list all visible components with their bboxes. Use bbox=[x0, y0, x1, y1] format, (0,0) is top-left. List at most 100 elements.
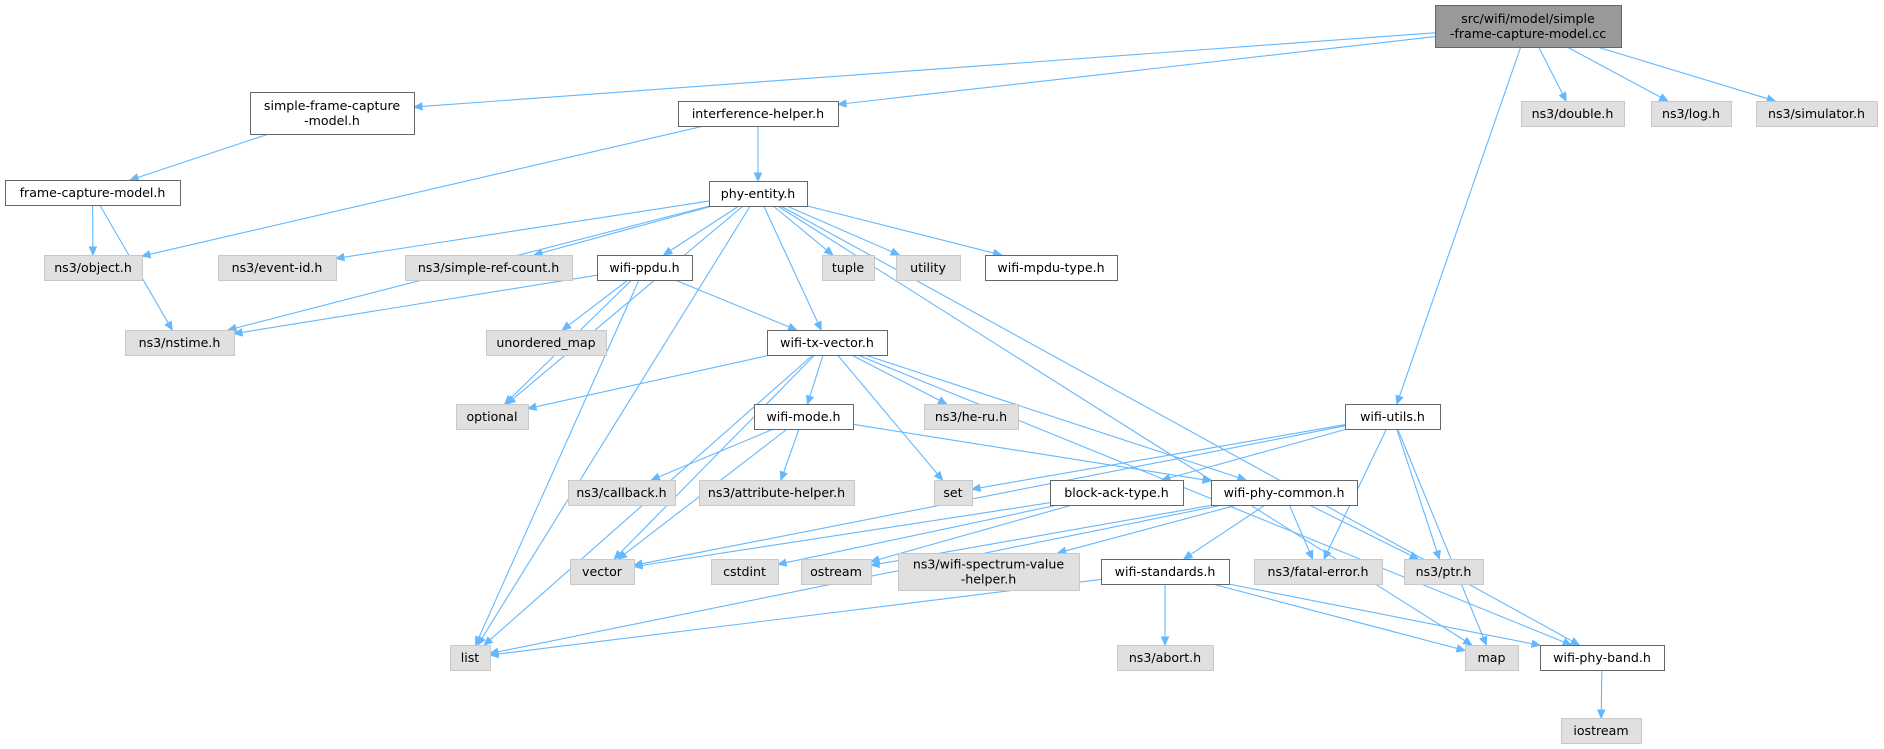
node-band[interactable]: wifi-phy-band.h bbox=[1540, 645, 1665, 671]
edge-arrowhead bbox=[475, 635, 483, 647]
edge-common-to-std bbox=[1182, 504, 1266, 560]
node-ppdu[interactable]: wifi-ppdu.h bbox=[597, 255, 693, 281]
edge-arrowhead bbox=[1236, 473, 1248, 482]
edge-common-to-ptr bbox=[1308, 504, 1420, 560]
node-phy[interactable]: phy-entity.h bbox=[709, 181, 808, 207]
edge-line bbox=[619, 354, 816, 554]
node-box bbox=[898, 553, 1080, 591]
node-srefc: ns3/simple-ref-count.h bbox=[405, 255, 573, 281]
node-box bbox=[822, 255, 875, 281]
edge-sfcm-to-fcm bbox=[128, 133, 269, 182]
edge-line bbox=[421, 32, 1436, 108]
node-box bbox=[1465, 645, 1519, 671]
node-double: ns3/double.h bbox=[1521, 101, 1625, 127]
edge-arrowhead bbox=[1305, 549, 1314, 561]
edge-line bbox=[478, 279, 640, 638]
node-box bbox=[570, 559, 635, 585]
edge-arrowhead bbox=[869, 559, 881, 569]
edge-line bbox=[1566, 46, 1661, 98]
edge-arrowhead bbox=[1201, 475, 1213, 484]
node-box bbox=[1404, 559, 1484, 585]
node-label: -helper.h bbox=[961, 572, 1017, 587]
node-std[interactable]: wifi-standards.h bbox=[1101, 559, 1230, 585]
edge-arrowhead bbox=[662, 246, 674, 256]
node-box bbox=[711, 559, 779, 585]
edge-arrowhead bbox=[140, 250, 152, 259]
node-object: ns3/object.h bbox=[44, 255, 143, 281]
node-box bbox=[44, 255, 143, 281]
edge-line bbox=[979, 424, 1346, 489]
edge-txv-to-common bbox=[864, 354, 1248, 482]
edge-band-to-iostream bbox=[1597, 669, 1606, 720]
edge-mode-to-common bbox=[852, 423, 1213, 484]
edge-arrowhead bbox=[650, 472, 661, 481]
edge-line bbox=[772, 205, 827, 251]
node-bat[interactable]: block-ack-type.h bbox=[1050, 480, 1184, 506]
edge-arrowhead bbox=[1530, 639, 1542, 648]
edge-arrowhead bbox=[836, 99, 847, 108]
edge-arrowhead bbox=[334, 252, 346, 262]
edge-line bbox=[1308, 504, 1412, 556]
edge-line bbox=[852, 423, 1204, 481]
edge-arrowhead bbox=[561, 321, 572, 331]
edge-line bbox=[786, 205, 893, 253]
edge-line bbox=[535, 354, 771, 408]
node-label: wifi-phy-common.h bbox=[1224, 485, 1345, 500]
node-label: simple-frame-capture bbox=[264, 98, 400, 113]
edge-common-to-fatal bbox=[1288, 504, 1314, 561]
node-cstdint: cstdint bbox=[711, 559, 779, 585]
node-box bbox=[1117, 645, 1214, 671]
node-mpdut[interactable]: wifi-mpdu-type.h bbox=[985, 255, 1118, 281]
node-label: vector bbox=[582, 564, 623, 579]
node-box bbox=[699, 480, 855, 506]
node-box bbox=[1540, 645, 1665, 671]
node-callback: ns3/callback.h bbox=[568, 480, 676, 506]
edge-interf-to-phy bbox=[753, 126, 763, 183]
edge-line bbox=[1228, 583, 1533, 645]
edge-arrowhead bbox=[1558, 91, 1567, 103]
edge-line bbox=[343, 200, 710, 258]
edge-mode-to-attr bbox=[779, 428, 800, 482]
edge-arrowhead bbox=[1323, 549, 1332, 561]
edge-arrowhead bbox=[1395, 394, 1404, 406]
edge-std-to-map bbox=[1212, 583, 1467, 653]
edge-line bbox=[1212, 583, 1458, 650]
edge-bat-to-cstdint bbox=[776, 504, 1058, 567]
edge-root-to-sfcm bbox=[412, 32, 1436, 111]
edge-phy-to-utility bbox=[786, 205, 901, 256]
node-abort: ns3/abort.h bbox=[1117, 645, 1214, 671]
node-tuple: tuple bbox=[822, 255, 875, 281]
edge-phy-to-srefc bbox=[532, 205, 713, 257]
node-box bbox=[1345, 404, 1441, 430]
node-box bbox=[125, 330, 235, 356]
node-label: wifi-mpdu-type.h bbox=[997, 260, 1104, 275]
edge-arrowhead bbox=[503, 395, 514, 405]
node-box bbox=[1101, 559, 1230, 585]
edge-line bbox=[857, 354, 1565, 643]
node-common[interactable]: wifi-phy-common.h bbox=[1211, 480, 1358, 506]
edge-arrowhead bbox=[787, 322, 798, 331]
node-root[interactable]: src/wifi/model/simple-frame-capture-mode… bbox=[1435, 5, 1622, 48]
node-fcm[interactable]: frame-capture-model.h bbox=[5, 180, 181, 206]
edge-arrowhead bbox=[753, 172, 763, 183]
edge-ppdu-to-txv bbox=[674, 279, 798, 331]
node-label: ns3/abort.h bbox=[1129, 650, 1201, 665]
node-utils[interactable]: wifi-utils.h bbox=[1345, 404, 1441, 430]
edge-phy-to-txv bbox=[763, 205, 822, 332]
edge-arrowhead bbox=[164, 320, 173, 332]
edge-arrowhead bbox=[613, 549, 624, 560]
edge-root-to-utils bbox=[1395, 46, 1522, 406]
node-label: ns3/simple-ref-count.h bbox=[418, 260, 559, 275]
node-interf[interactable]: interference-helper.h bbox=[678, 101, 839, 127]
node-label: ns3/ptr.h bbox=[1416, 564, 1472, 579]
node-label: ostream bbox=[810, 564, 862, 579]
node-txv[interactable]: wifi-tx-vector.h bbox=[767, 330, 888, 356]
node-label: wifi-ppdu.h bbox=[609, 260, 679, 275]
node-sfcm[interactable]: simple-frame-capture-model.h bbox=[250, 92, 415, 135]
node-label: iostream bbox=[1573, 723, 1628, 738]
edge-line bbox=[568, 279, 629, 326]
node-mode[interactable]: wifi-mode.h bbox=[754, 404, 854, 430]
edge-common-to-spec bbox=[1056, 504, 1238, 555]
edge-arrowhead bbox=[1408, 551, 1420, 560]
